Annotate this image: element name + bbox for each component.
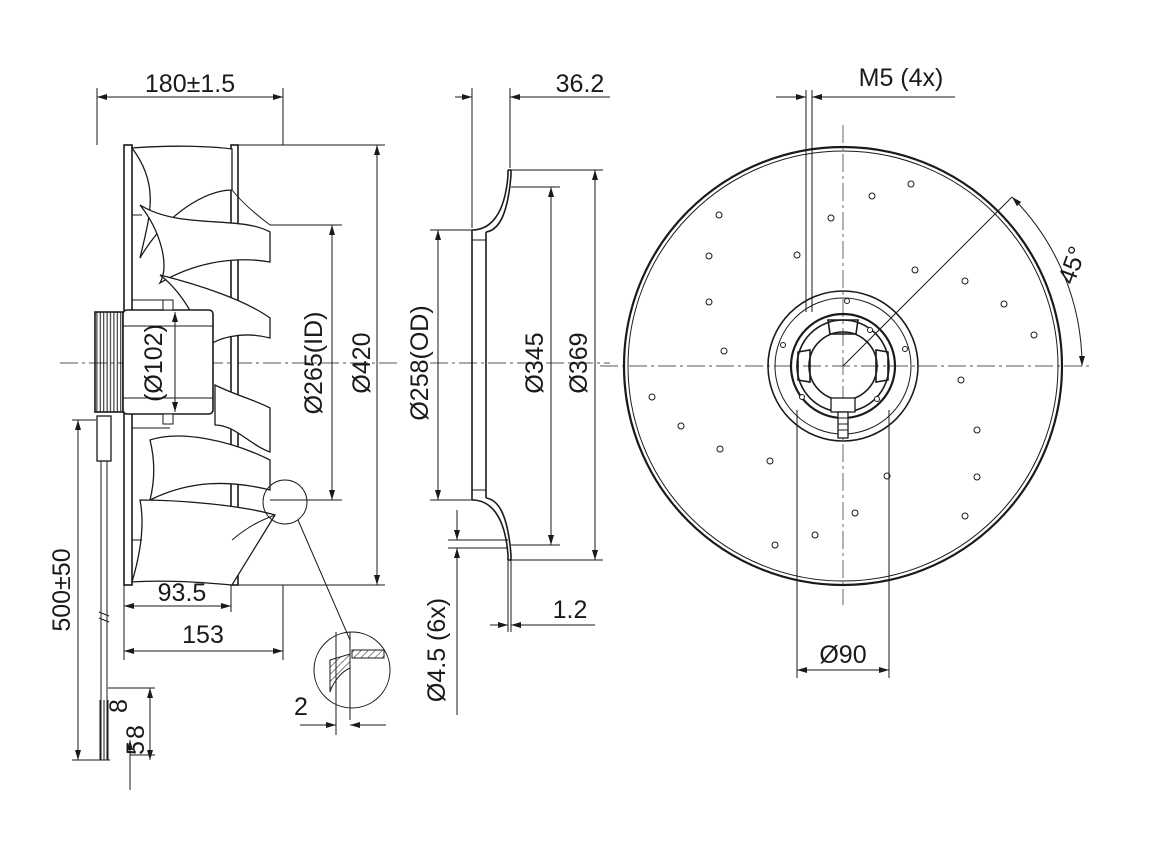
dim-detail-thickness: 2 xyxy=(294,693,308,721)
motor xyxy=(94,299,214,425)
dim-motor-depth: 153 xyxy=(182,621,224,649)
dim-angle: 45° xyxy=(1053,243,1092,288)
impeller-outer-disc xyxy=(622,145,1064,587)
dim-thread: M5 (4x) xyxy=(859,64,944,92)
dim-ring-depth: 36.2 xyxy=(556,70,605,98)
dim-impeller-depth: 93.5 xyxy=(158,579,207,607)
side-view-dimensions: 180±1.5 93.5 153 500±50 8 8 5 (Ø102) Ø26… xyxy=(48,70,386,790)
inlet-ring-dimensions: 36.2 Ø258(OD) Ø345 Ø369 Ø4.5 (6x) 1.2 xyxy=(406,70,610,715)
detail-callout xyxy=(262,479,391,735)
dim-lead-strip-long: 8 xyxy=(105,699,133,713)
dim-overall-depth: 180±1.5 xyxy=(145,70,235,98)
shroud-ring xyxy=(230,144,239,586)
impeller-blades xyxy=(130,145,277,586)
inlet-ring-view xyxy=(430,169,610,561)
dim-lead-strip-short-prefix: 8 xyxy=(122,725,150,739)
front-view xyxy=(600,125,1090,605)
front-view-dimensions: M5 (4x) 45° Ø90 xyxy=(776,64,1092,678)
dim-ring-diameter-369: Ø369 xyxy=(565,332,593,393)
dim-ring-holes: Ø4.5 (6x) xyxy=(423,598,451,702)
hub xyxy=(767,290,919,442)
dim-motor-diameter: (Ø102) xyxy=(140,324,168,402)
dim-hub-diameter: Ø90 xyxy=(819,641,866,669)
dim-cable-length: 500±50 xyxy=(48,548,76,631)
dim-inlet-id: Ø265(ID) xyxy=(300,312,328,415)
dim-ring-od: Ø258(OD) xyxy=(406,305,434,420)
dim-ring-thickness: 1.2 xyxy=(553,596,588,624)
dim-lead-strip-short: 5 xyxy=(122,741,150,755)
dim-impeller-od: Ø420 xyxy=(348,332,376,393)
cable xyxy=(96,415,112,760)
dim-ring-diameter-345: Ø345 xyxy=(521,332,549,393)
side-view xyxy=(60,144,400,760)
